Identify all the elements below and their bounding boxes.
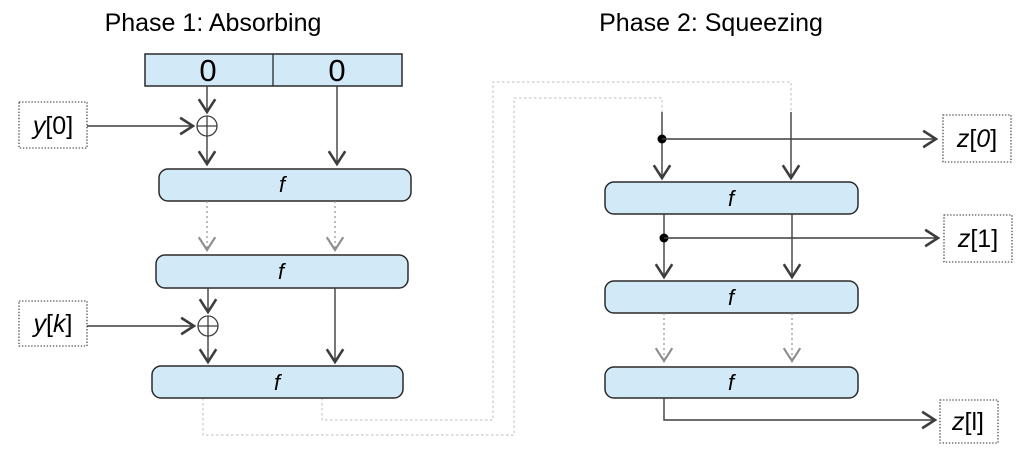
xor-icon-1 — [196, 115, 218, 137]
initial-state-box: 0 0 — [144, 53, 403, 88]
y0-close: ] — [66, 112, 73, 140]
z0-close: ] — [990, 125, 997, 153]
zl-open: [ — [965, 408, 972, 436]
phase1-title: Phase 1: Absorbing — [105, 9, 322, 37]
f-box-squeeze-2: f — [604, 280, 859, 314]
z1-close: ] — [991, 225, 998, 253]
phase2-title: Phase 2: Squeezing — [599, 9, 823, 37]
f-label: f — [274, 370, 283, 395]
z1-index: 1 — [977, 225, 991, 253]
z0-var: z — [956, 125, 970, 153]
z1-open: [ — [970, 225, 977, 253]
zl-var: z — [951, 408, 965, 436]
z0-open: [ — [969, 125, 976, 153]
y0-var: y — [31, 112, 47, 140]
f-box-absorb-3: f — [151, 365, 404, 399]
z0-index: 0 — [976, 125, 990, 153]
svg-text:y[k]: y[k] — [32, 310, 73, 338]
zl-close: ] — [977, 408, 984, 436]
feedback-line-outer — [321, 81, 792, 421]
f-box-absorb-1: f — [158, 168, 412, 202]
svg-text:z[l]: z[l] — [951, 408, 984, 436]
xor-icon-2 — [197, 315, 219, 337]
yk-close: ] — [66, 310, 73, 338]
output-label-zl: z[l] — [939, 399, 999, 444]
arrow-to-zl — [663, 398, 938, 430]
f-label: f — [279, 172, 288, 197]
svg-text:z[1]: z[1] — [957, 225, 998, 253]
f-label: f — [728, 186, 737, 211]
yk-index: k — [53, 310, 67, 338]
input-label-yk: y[k] — [18, 300, 88, 347]
state-cell-0: 0 — [199, 53, 216, 88]
state-cell-1: 0 — [328, 53, 345, 88]
f-label: f — [278, 259, 287, 284]
y0-open: [ — [45, 112, 52, 140]
feedback-line-inner — [202, 97, 663, 436]
yk-var: y — [32, 310, 48, 338]
output-label-z0: z[0] — [942, 114, 1012, 163]
f-box-absorb-2: f — [155, 254, 409, 289]
zl-index: l — [971, 408, 977, 436]
y0-index: 0 — [52, 112, 66, 140]
svg-text:y[0]: y[0] — [31, 112, 73, 140]
svg-text:z[0]: z[0] — [956, 125, 997, 153]
yk-open: [ — [46, 310, 53, 338]
f-label: f — [728, 370, 737, 395]
input-label-y0: y[0] — [18, 101, 88, 149]
f-box-squeeze-3: f — [604, 366, 859, 399]
f-box-squeeze-1: f — [604, 181, 859, 215]
f-label: f — [728, 285, 737, 310]
z1-var: z — [957, 225, 971, 253]
output-label-z1: z[1] — [943, 214, 1013, 263]
